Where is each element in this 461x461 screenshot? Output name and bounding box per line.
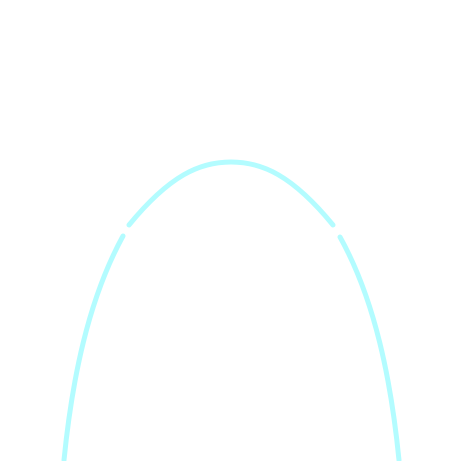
arc-segment-top bbox=[126, 159, 336, 228]
arc-segment-right bbox=[337, 234, 402, 461]
arc-segment-left bbox=[61, 233, 126, 461]
